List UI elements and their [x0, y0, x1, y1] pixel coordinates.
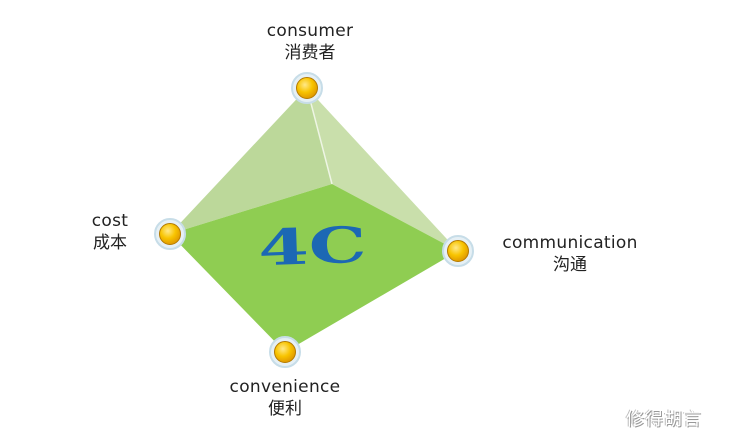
- label-communication-en: communication: [502, 233, 638, 253]
- label-consumer: consumer 消费者: [240, 20, 380, 64]
- back-right-face: [307, 88, 458, 251]
- label-consumer-en: consumer: [266, 21, 354, 41]
- node-communication-icon: [442, 235, 474, 267]
- watermark: 修得胡言: [626, 409, 702, 430]
- label-communication-zh: 沟通: [553, 255, 587, 275]
- label-convenience: convenience 便利: [210, 376, 360, 420]
- label-cost-zh: 成本: [93, 233, 127, 253]
- label-cost: cost 成本: [70, 210, 150, 254]
- label-consumer-zh: 消费者: [284, 43, 336, 63]
- node-convenience-icon: [269, 336, 301, 368]
- node-cost-icon: [154, 218, 186, 250]
- center-4c-text: 4C: [257, 215, 367, 277]
- label-communication: communication 沟通: [485, 232, 655, 276]
- label-convenience-en: convenience: [229, 377, 341, 397]
- node-consumer-icon: [291, 72, 323, 104]
- label-convenience-zh: 便利: [268, 399, 302, 419]
- front-face: [170, 184, 458, 352]
- back-left-face: [170, 88, 332, 234]
- label-cost-en: cost: [91, 211, 129, 231]
